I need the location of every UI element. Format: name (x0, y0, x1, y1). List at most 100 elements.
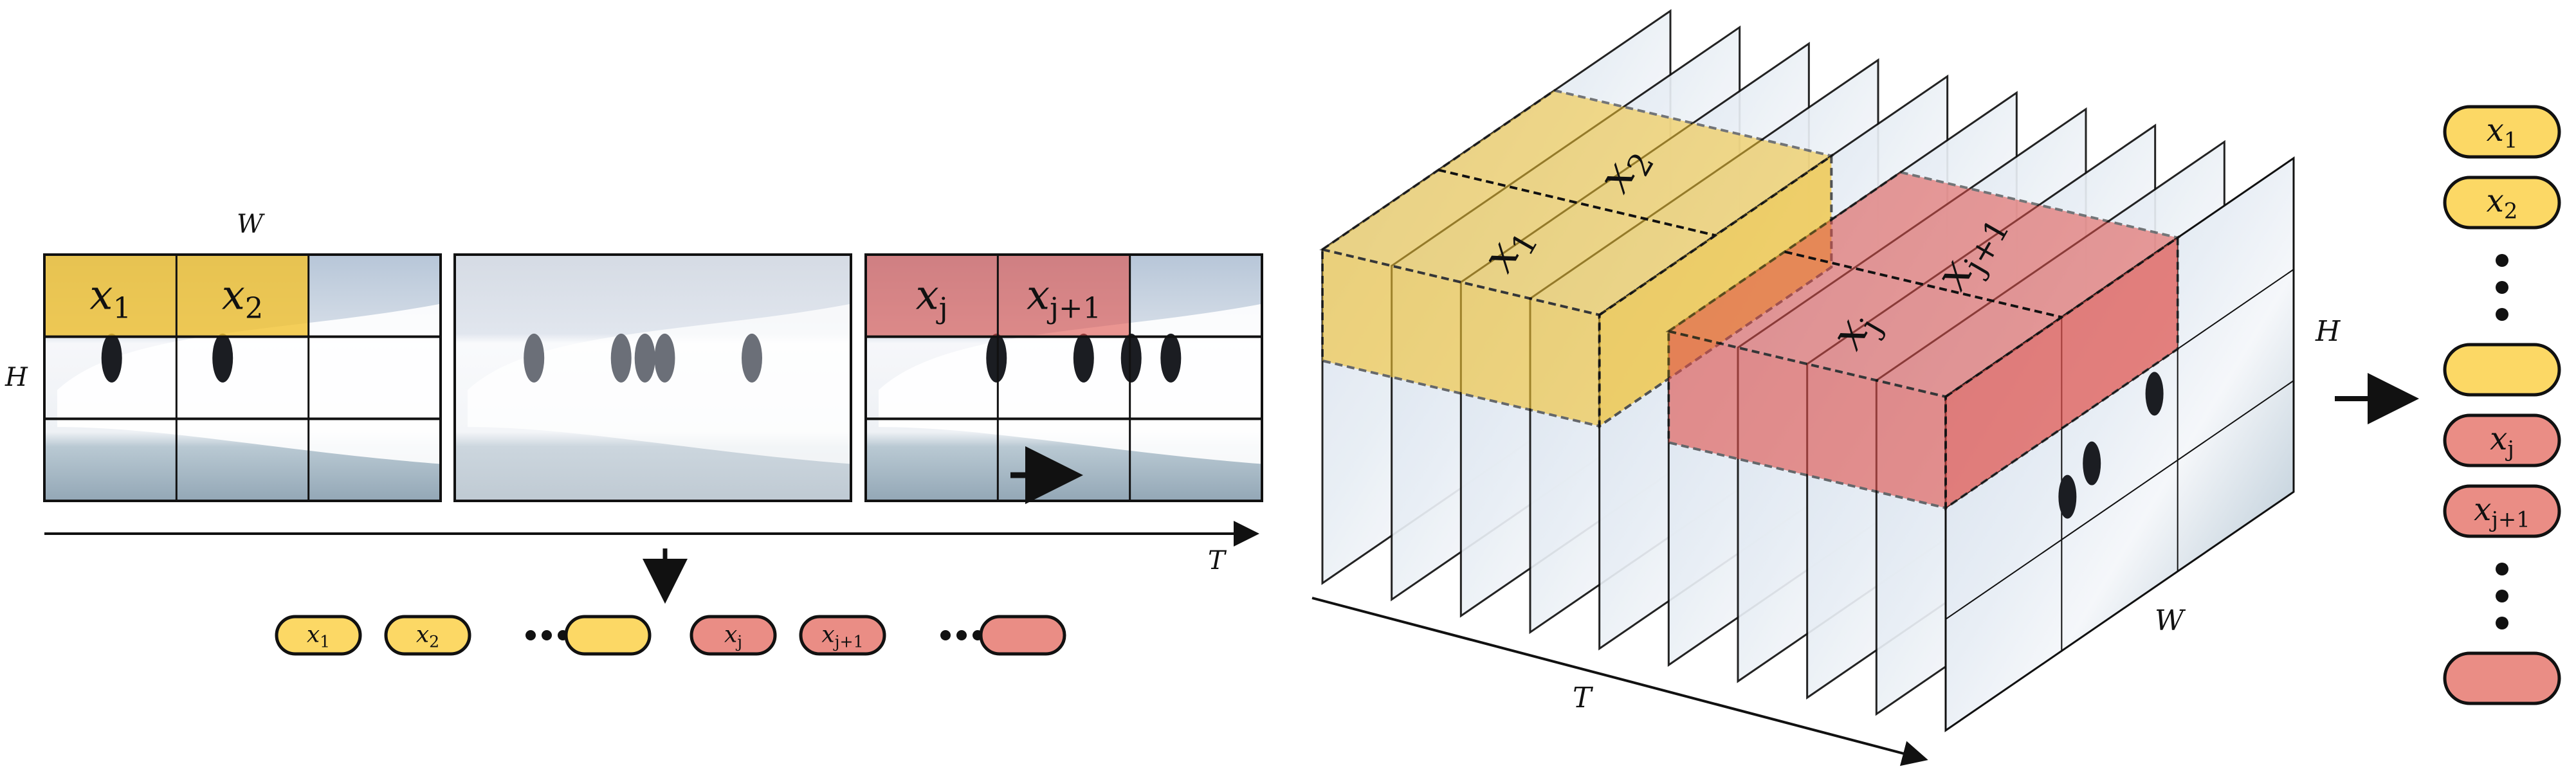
math-subscript: 1 (113, 291, 131, 325)
math-var: x (724, 621, 737, 647)
pill-shape (979, 615, 1066, 656)
token-label: x1 (2487, 113, 2518, 153)
token-label: x2 (416, 621, 439, 651)
patch-divider (1784, 250, 2062, 319)
math-var: x (1027, 271, 1050, 319)
penguin (101, 333, 122, 383)
token-pill: xj+1 (2443, 484, 2561, 538)
highlighted-patch (44, 255, 177, 337)
ellipsis-dot (2496, 281, 2508, 294)
pill-shape (690, 615, 777, 656)
math-subscript: j (936, 291, 948, 325)
time-axis-label: T (1208, 546, 1227, 575)
math-subscript: 2 (429, 632, 439, 651)
token-pill (564, 615, 652, 656)
ellipsis-dot (2496, 617, 2508, 629)
pill-shape (564, 615, 652, 656)
math-var: x (821, 621, 834, 647)
math-subscript: j (735, 632, 742, 651)
penguin (1160, 333, 1182, 383)
math-var: x (2487, 183, 2504, 219)
highlighted-patch (866, 255, 998, 337)
token-label: x2 (2487, 183, 2518, 224)
math-var: x (307, 621, 320, 647)
penguin (2058, 475, 2077, 519)
token-label: xj (724, 621, 742, 651)
height-axis-label: H (5, 363, 28, 392)
frame-border (864, 253, 1263, 502)
token-pill: xj+1 (799, 615, 886, 656)
penguin (212, 333, 233, 383)
math-subscript: j+1 (1046, 291, 1101, 325)
highlighted-patch (998, 255, 1130, 337)
math-subscript: j (2505, 437, 2514, 462)
penguin (524, 333, 545, 383)
ice-floe (57, 303, 441, 464)
pill-shape (384, 615, 471, 656)
token-pill: x1 (275, 615, 362, 656)
ellipsis-dot (542, 630, 552, 640)
pill-shape (2443, 105, 2561, 159)
token-pill: x2 (2443, 176, 2561, 230)
math-subscript: 2 (245, 291, 264, 325)
math-subscript: j+1 (2489, 507, 2530, 532)
time-axis-3d-arrow (1311, 597, 1928, 766)
token-label: xj+1 (2474, 492, 2530, 532)
ellipsis-dot (2496, 563, 2508, 575)
frame-1: x1 x2 (43, 253, 442, 502)
pill-shape (2443, 651, 2561, 705)
token-label: x1 (307, 621, 330, 651)
patch-label: xj (916, 271, 948, 325)
patch-divider (1438, 168, 1716, 237)
ellipsis-dot (2496, 590, 2508, 602)
pill-shape (2443, 413, 2561, 467)
penguin (2145, 372, 2164, 416)
grid-line (1945, 380, 2294, 620)
frame-2 (453, 253, 852, 502)
token-pill: xj (2443, 413, 2561, 467)
token-pill: xj (690, 615, 777, 656)
patch-label: xj+1 (1027, 271, 1101, 325)
math-subscript: j+1 (833, 632, 864, 651)
patch-label: x2 (222, 271, 264, 325)
math-var: x (2474, 492, 2491, 528)
pill-shape (799, 615, 886, 656)
penguin (1120, 333, 1142, 383)
token-pill (979, 615, 1066, 656)
time-axis-3d-label: T (1573, 682, 1594, 714)
math-var: x (2487, 113, 2504, 149)
penguin (2083, 441, 2101, 485)
math-var: x (416, 621, 429, 647)
pill-shape (2443, 343, 2561, 397)
pill-shape (2443, 484, 2561, 538)
token-pill (2443, 651, 2561, 705)
math-subscript: 1 (320, 632, 330, 651)
highlighted-patch (176, 255, 309, 337)
penguin (1073, 333, 1094, 383)
frame-border (453, 253, 852, 502)
width-axis-label: W (237, 210, 265, 239)
token-pill: x1 (2443, 105, 2561, 159)
patch-label: x1 (89, 271, 131, 325)
ellipsis-dot (956, 630, 967, 640)
math-var: x (916, 271, 939, 319)
height-axis-3d-label: H (2315, 315, 2341, 348)
token-label: xj+1 (821, 621, 863, 651)
ellipsis-dot (940, 630, 951, 640)
math-var: x (2490, 421, 2507, 457)
ellipsis-dot (525, 630, 536, 640)
token-pill: x2 (384, 615, 471, 656)
token-pill (2443, 343, 2561, 397)
token-label: xj (2490, 421, 2514, 462)
math-subscript: 1 (2504, 128, 2518, 153)
